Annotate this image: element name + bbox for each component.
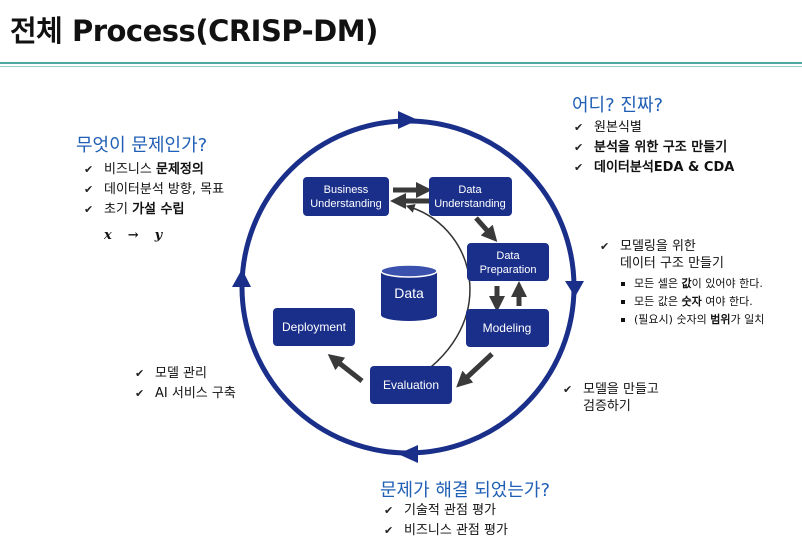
list-item: 초기 가설 수립 [84, 200, 224, 220]
list-item: 데이터분석 방향, 목표 [84, 180, 224, 200]
svg-text:Understanding: Understanding [434, 198, 506, 210]
data-cylinder-label: Data [394, 285, 424, 301]
data-question: 어디? 진짜? [572, 95, 664, 116]
title-divider [0, 62, 802, 64]
svg-text:Data: Data [458, 184, 482, 196]
stage-data-preparation: Data Preparation [467, 243, 549, 281]
cycle-arrowhead-right [565, 281, 584, 297]
data-cylinder: Data [380, 264, 438, 321]
list-item: AI 서비스 구축 [135, 384, 236, 404]
list-item: 비즈니스 관점 평가 [384, 521, 508, 541]
stage-modeling: Modeling [466, 309, 549, 347]
business-question: 무엇이 문제인가? [76, 135, 208, 156]
list-item: 기술적 관점 평가 [384, 501, 508, 521]
svg-text:Data: Data [496, 250, 520, 262]
svg-text:Preparation: Preparation [480, 264, 537, 276]
svg-text:Business: Business [324, 184, 369, 196]
cycle-arrowhead-top [398, 111, 418, 129]
cycle-arrowhead-bottom [398, 445, 418, 463]
arrow-evaluation-to-deployment [327, 354, 364, 383]
evaluation-question: 문제가 해결 되었는가? [380, 480, 551, 501]
title-divider-thin [0, 66, 802, 67]
preparation-subitems: 모든 셀은 값이 있어야 한다. 모든 값은 숫자 여야 한다. (필요시) 숫… [620, 275, 764, 329]
stage-deployment: Deployment [273, 308, 355, 346]
data-items: 원본식별 분석을 위한 구조 만들기 데이터분석EDA & CDA [574, 118, 734, 178]
list-item: 원본식별 [574, 118, 734, 138]
deployment-items: 모델 관리 AI 서비스 구축 [135, 364, 236, 404]
svg-text:Modeling: Modeling [483, 321, 532, 335]
svg-text:Evaluation: Evaluation [383, 378, 439, 392]
cycle-arrowhead-left [232, 269, 251, 287]
stage-evaluation: Evaluation [370, 366, 452, 404]
business-items: 비즈니스 문제정의 데이터분석 방향, 목표 초기 가설 수립 [84, 160, 224, 220]
list-item: 분석을 위한 구조 만들기 [574, 138, 734, 158]
formula-x-to-y: x→y [104, 228, 163, 243]
stage-business-understanding: Business Understanding [303, 177, 389, 216]
list-item: 모든 셀은 값이 있어야 한다. [620, 275, 764, 293]
page-title: 전체 Process(CRISP-DM) [10, 14, 378, 48]
list-item: 모든 값은 숫자 여야 한다. [620, 293, 764, 311]
svg-text:Understanding: Understanding [310, 198, 382, 210]
evaluation-items: 기술적 관점 평가 비즈니스 관점 평가 [384, 501, 508, 541]
list-item: 모델 관리 [135, 364, 236, 384]
arrow-data-to-preparation [474, 216, 498, 242]
svg-text:Deployment: Deployment [282, 320, 347, 334]
feedback-curve [405, 204, 471, 384]
list-item: 데이터분석EDA & CDA [574, 158, 734, 178]
stage-data-understanding: Data Understanding [429, 177, 512, 216]
list-item: (필요시) 숫자의 범위가 일치 [620, 311, 764, 329]
arrow-modeling-to-evaluation [456, 352, 494, 388]
list-item: 비즈니스 문제정의 [84, 160, 224, 180]
